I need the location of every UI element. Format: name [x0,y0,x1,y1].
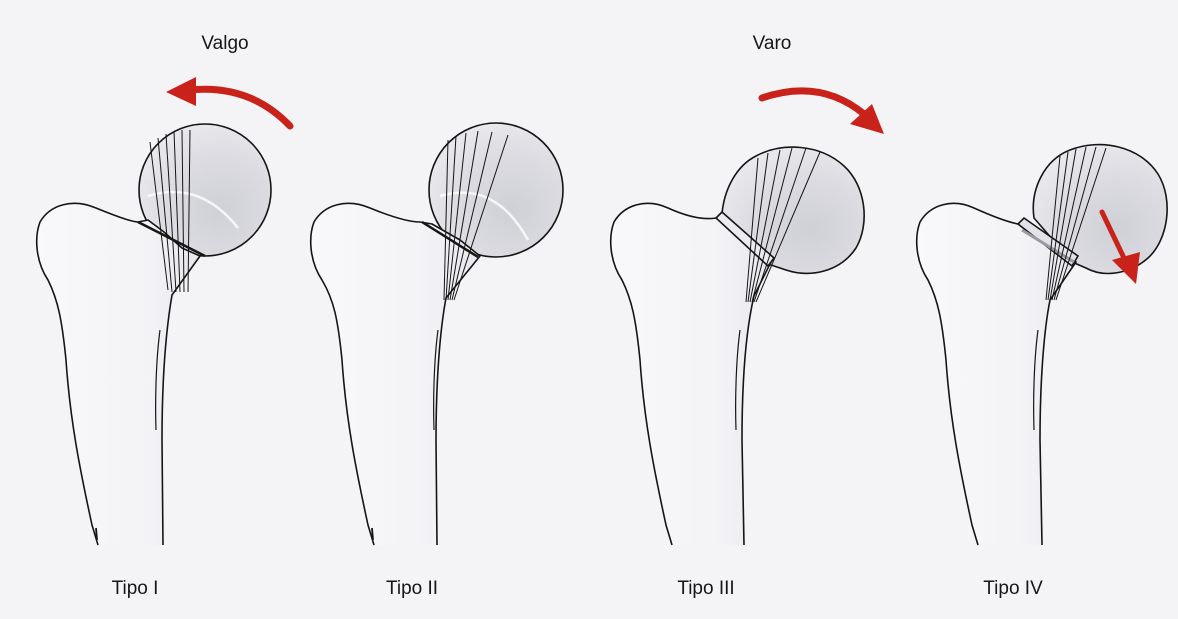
femur-type-3 [611,147,864,545]
type-1-label: Tipo I [112,578,159,600]
femur-type-1 [37,124,271,545]
varus-label: Varo [753,33,792,55]
varus-rotation-arrow [762,91,884,134]
type-4-label: Tipo IV [983,578,1043,600]
valgus-rotation-arrow [166,77,290,126]
type-3-label: Tipo III [677,578,734,600]
proximal-femur-outline [917,203,1076,545]
type-2-label: Tipo II [386,578,438,600]
proximal-femur-outline [311,203,480,545]
shaft-break-mark [372,528,373,540]
proximal-femur-outline [37,203,200,545]
proximal-femur-outline [611,203,772,545]
shaft-break-mark [96,528,97,540]
valgus-label: Valgo [201,33,248,55]
femur-type-2 [311,123,563,545]
femur-type-4 [917,145,1167,545]
